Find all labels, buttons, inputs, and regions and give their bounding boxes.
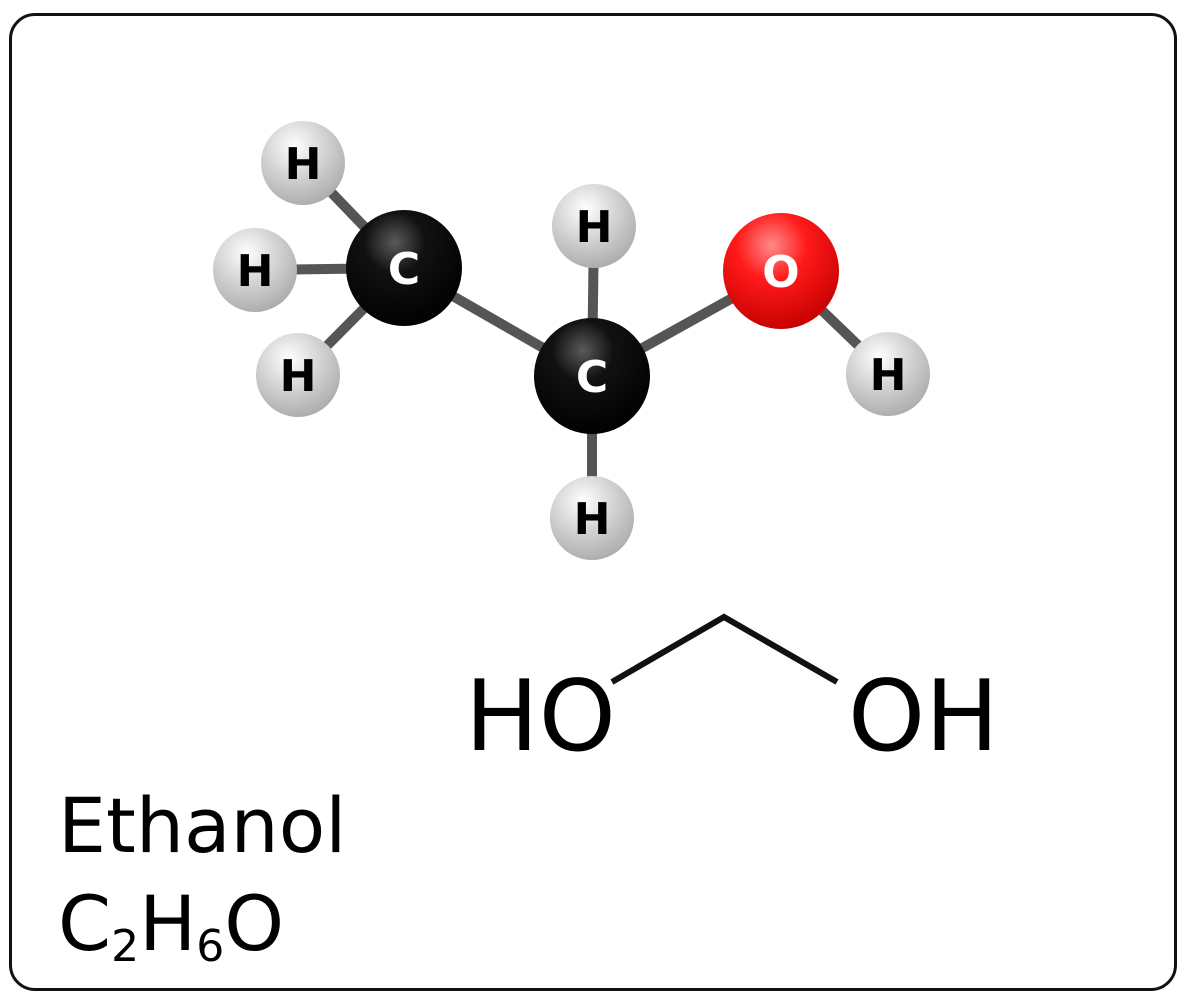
atom-label-h4: H [576,202,613,253]
atom-h4: H [552,184,636,268]
atom-c2: C [534,318,650,434]
skeletal-oh-label: OH [848,660,999,774]
atom-sphere-h5 [550,476,634,560]
atom-label-h3: H [280,351,317,402]
atom-h1: H [261,121,345,205]
molecular-formula: C2H6O [58,878,346,970]
atom-sphere-c2 [534,318,650,434]
formula-h: H [139,879,197,968]
atom-sphere-o1 [723,213,839,329]
formula-c-count: 2 [111,921,140,972]
atom-label-h1: H [285,139,322,190]
atom-h5: H [550,476,634,560]
skeletal-ho-label: HO [465,660,616,774]
atom-sphere-c1 [346,210,462,326]
atom-sphere-h2 [213,228,297,312]
atom-o1: O [723,213,839,329]
atom-c1: C [346,210,462,326]
atom-label-o1: O [762,247,799,298]
atom-label-h6: H [870,350,907,401]
atom-label-c1: C [388,244,420,295]
molecule-name: Ethanol [58,781,347,870]
atom-sphere-h1 [261,121,345,205]
skeletal-bond-line [610,613,839,685]
atom-h2: H [213,228,297,312]
atom-sphere-h6 [846,332,930,416]
formula-h-count: 6 [196,921,225,972]
atom-sphere-h4 [552,184,636,268]
atoms-layer: H H H C H C H O H [213,121,930,560]
atom-h3: H [256,333,340,417]
caption: Ethanol C2H6O [58,780,346,970]
formula-c: C [58,879,112,968]
formula-o: O [224,879,285,968]
atom-label-h2: H [237,246,274,297]
atom-sphere-h3 [256,333,340,417]
atom-label-h5: H [574,494,611,545]
atom-label-c2: C [576,352,608,403]
atom-h6: H [846,332,930,416]
